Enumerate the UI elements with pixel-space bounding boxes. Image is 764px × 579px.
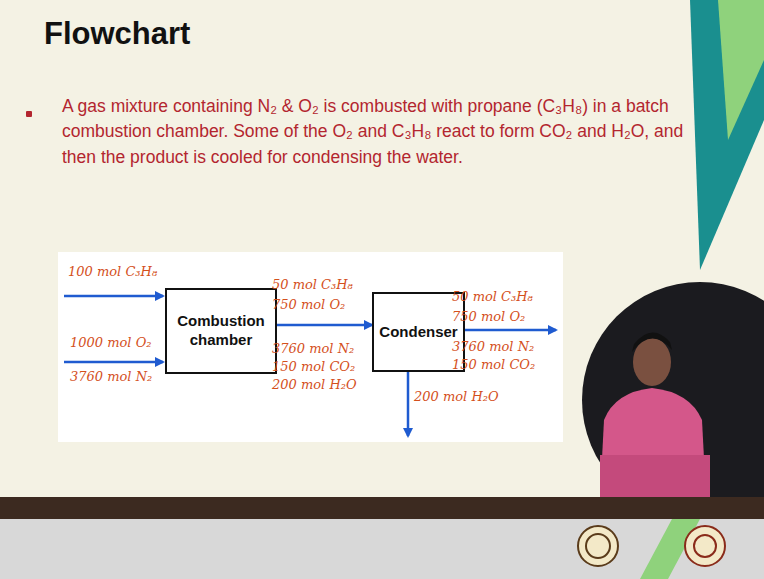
bullet-text: A gas mixture containing N₂ & O₂ is comb… <box>62 94 702 170</box>
stream-label: 200 mol H₂O <box>272 378 357 391</box>
stream-label: 3760 mol N₂ <box>70 370 152 383</box>
footer-ground <box>0 519 764 579</box>
box-label: Condenser <box>379 323 457 342</box>
teal-stripe <box>690 0 764 270</box>
footer-band <box>0 497 764 519</box>
stream-label: 1000 mol O₂ <box>70 336 152 349</box>
stream-label: 150 mol CO₂ <box>452 358 535 371</box>
presenter-inset <box>582 282 764 497</box>
feed-arrow <box>64 295 163 298</box>
stream-label: 100 mol C₃H₈ <box>68 265 157 278</box>
stream-label: 200 mol H₂O <box>414 390 499 403</box>
process-box: Condenser <box>372 292 465 372</box>
institute-logo <box>578 526 618 566</box>
process-box: Combustion chamber <box>165 288 277 374</box>
air-arrow <box>64 361 163 364</box>
diagram-panel <box>58 252 563 442</box>
bullet <box>26 111 32 117</box>
stream-label: 50 mol C₃H₈ <box>452 290 533 303</box>
stream-label: 750 mol O₂ <box>272 298 345 311</box>
nptel-logo <box>685 526 725 566</box>
stream-label: 750 mol O₂ <box>452 310 525 323</box>
water-out-arrow <box>407 372 410 436</box>
stream-label: 50 mol C₃H₈ <box>272 278 353 291</box>
stream-label: 150 mol CO₂ <box>272 360 355 373</box>
slide-title: Flowchart <box>44 16 190 52</box>
box-label: Combustion chamber <box>167 312 275 350</box>
stream-label: 3760 mol N₂ <box>272 342 354 355</box>
green-stripe <box>718 0 764 140</box>
flow-arrow <box>277 324 372 327</box>
stream-label: 3760 mol N₂ <box>452 340 534 353</box>
